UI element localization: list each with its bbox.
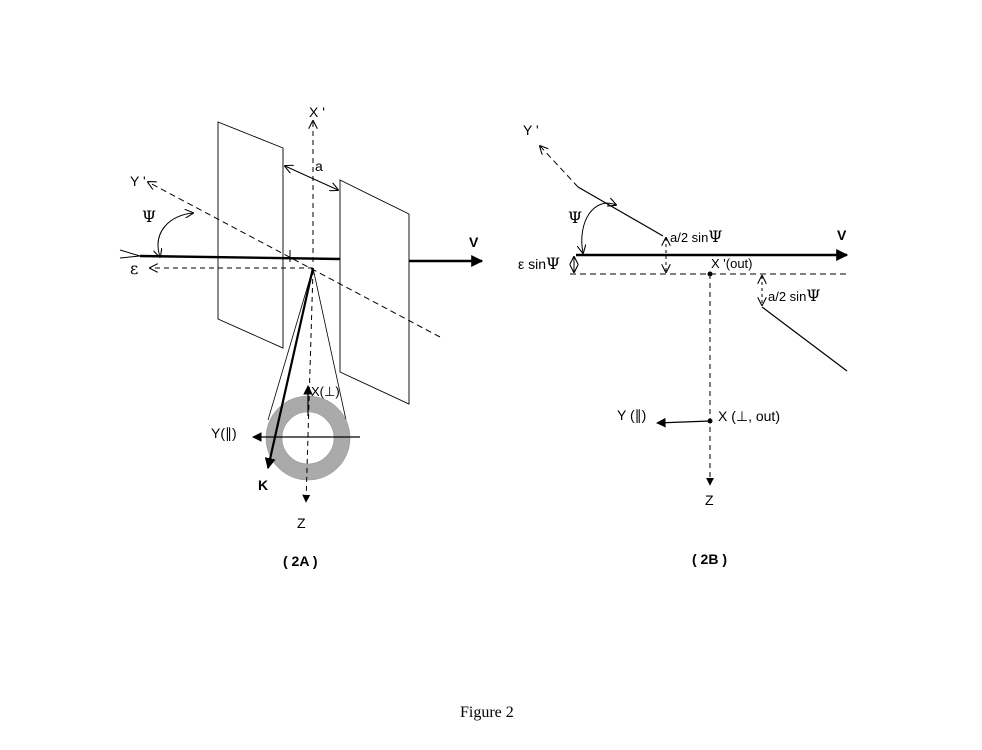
v-beam-left [139, 254, 341, 261]
y-prime-axis-b [540, 146, 579, 188]
plate-edge-lower [761, 306, 848, 372]
psi-arc-b [582, 203, 616, 253]
caption-2b: ( 2B ) [692, 551, 727, 567]
label-y-prime: Y ' [130, 173, 146, 189]
label-v: V [469, 234, 479, 250]
psi-arc-a [158, 213, 193, 257]
label-psi-b: Ψ [568, 208, 582, 227]
z-axis-a [302, 269, 314, 503]
label-z-b: Z [705, 492, 714, 508]
label-x-prime: X ' [309, 104, 325, 120]
panel-2b: Y ' Ψ a/2 sinΨ V ε sinΨ X '(out) a/2 sin… [518, 122, 849, 567]
panel-2a: X ' a Y ' Ψ ε V X(⊥) Y(∥) K Z ( 2A ) [119, 104, 484, 569]
label-x-out: X '(out) [711, 256, 753, 271]
label-y-par-b: Y (∥) [617, 407, 646, 423]
figure-caption: Figure 2 [460, 704, 514, 721]
y-par-arrow-b [656, 417, 711, 428]
label-a: a [315, 158, 323, 174]
label-v-b: V [837, 227, 847, 243]
left-plate [217, 121, 284, 349]
caption-2a: ( 2A ) [283, 553, 317, 569]
beam-tail [119, 249, 141, 259]
a-gap-arrow [285, 166, 338, 190]
label-z: Z [297, 515, 306, 531]
label-psi: Ψ [142, 207, 156, 226]
label-epsilon: ε [130, 259, 138, 278]
label-half-a-bottom: a/2 sinΨ [768, 286, 820, 305]
label-k: K [258, 477, 268, 493]
k-vector [264, 267, 315, 470]
label-half-a-top: a/2 sinΨ [670, 227, 722, 246]
label-x-perp: X(⊥) [311, 384, 340, 399]
label-y-prime-b: Y ' [523, 122, 539, 138]
plate-edge-upper [577, 186, 664, 237]
right-plate [339, 179, 410, 405]
label-eps-sin: ε sinΨ [518, 254, 560, 273]
label-y-par: Y(∥) [211, 425, 237, 441]
label-x-perp-out: X (⊥, out) [718, 408, 780, 424]
